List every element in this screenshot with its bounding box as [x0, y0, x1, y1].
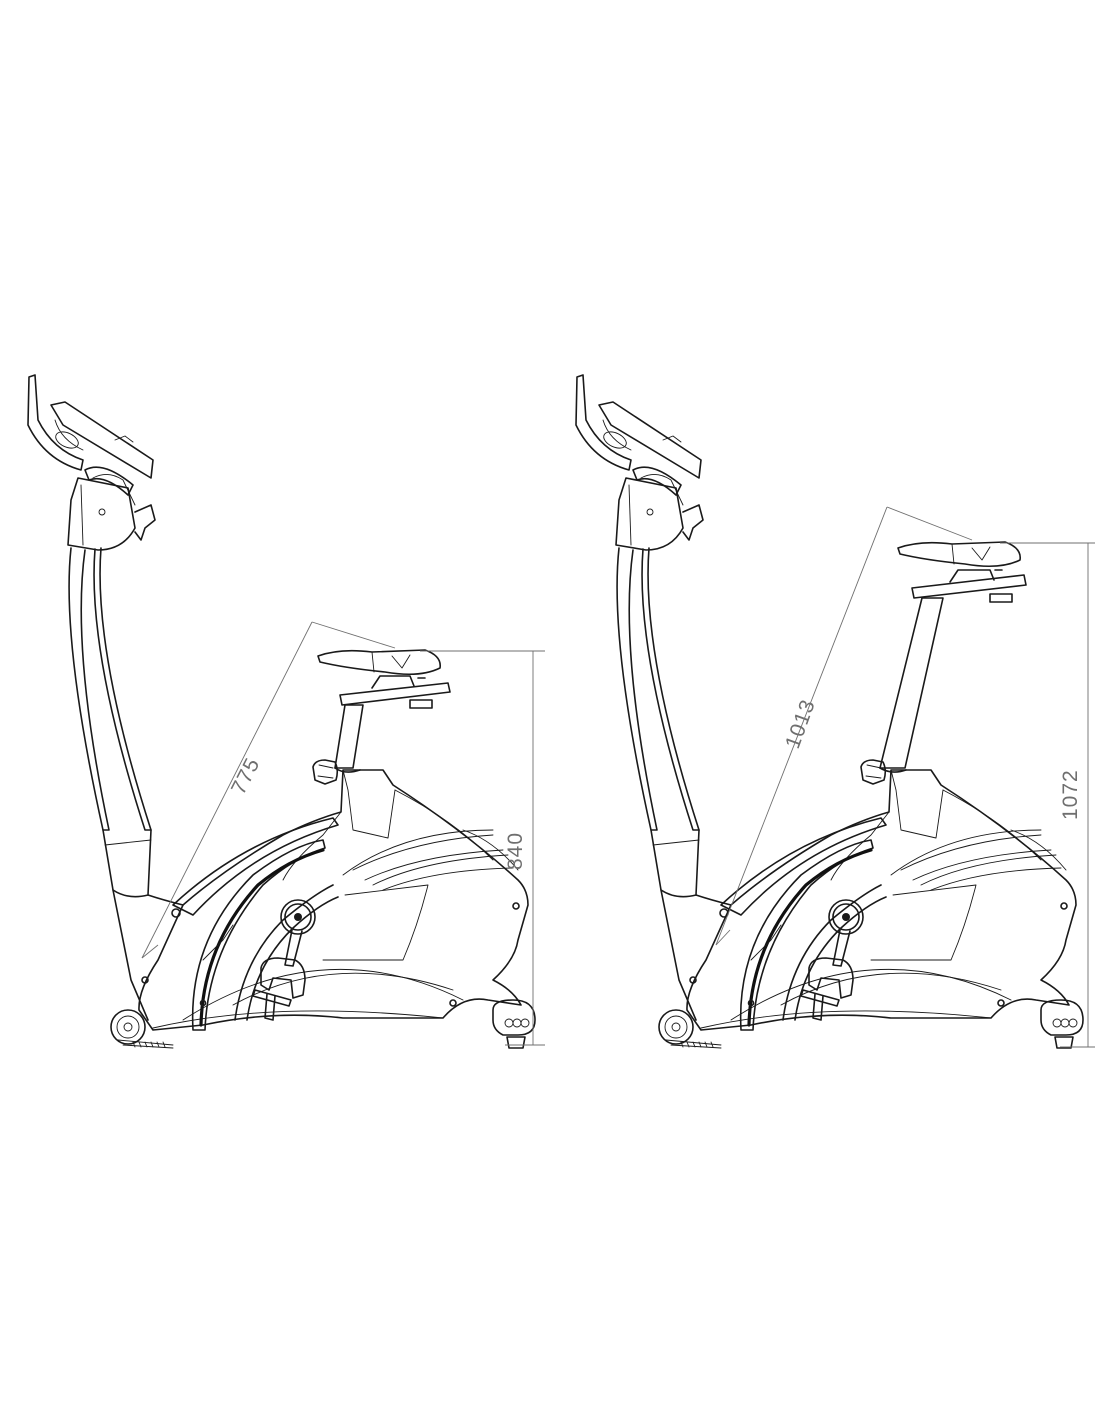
bike-frame-right	[574, 373, 1085, 1050]
seat-reach-label-left: 775	[227, 754, 265, 798]
dimension-height-right: 1072	[1000, 542, 1095, 1048]
seat-reach-label-right: 1013	[781, 696, 820, 752]
saddle-left	[317, 649, 451, 773]
dimension-height-left: 840	[420, 650, 545, 1046]
seat-height-label-left: 840	[504, 832, 527, 870]
bike-frame-left	[26, 373, 537, 1050]
seat-height-label-right: 1072	[1059, 769, 1082, 820]
bike-view-left: 775 840	[26, 373, 545, 1050]
bike-view-right: 1013 1072	[574, 373, 1095, 1050]
saddle-right	[879, 541, 1027, 773]
